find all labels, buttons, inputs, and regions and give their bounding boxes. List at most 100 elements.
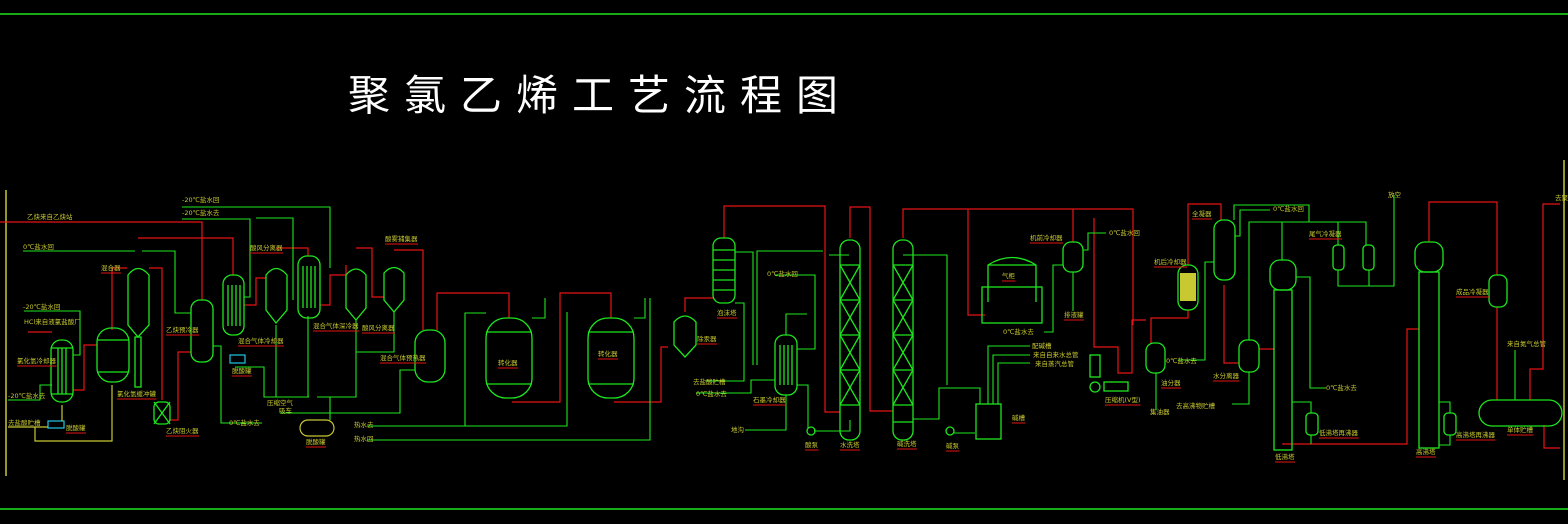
converter-1 [485,317,533,399]
drawing-title: 聚氯乙烯工艺流程图 [348,71,852,120]
graphite-cooler [774,334,798,396]
equipment-label: 碱槽 [1012,413,1026,422]
mixer [127,267,150,388]
alkali-pump [945,426,955,436]
monomer-storage-tank [1478,399,1563,427]
after-compressor-cooler [1177,264,1199,311]
label: 0℃盐水去 [1003,327,1034,336]
label: 0℃盐水去 [229,418,260,427]
label: 乙炔来自乙炔站 [27,212,73,221]
equipment-label: 混合气体深冷器 [313,321,359,330]
equipment-label: 乙炔阻火器 [166,426,199,435]
equipment-label: 混合气体冷却器 [238,336,284,345]
equipment-label: 转化器 [598,349,618,358]
label: 去盐酸贮槽 [8,418,41,427]
equipment-label: 碱洗塔 [897,439,917,448]
label: 0℃盐水回 [1273,204,1304,213]
equipment-label: 酸风分离器 [362,323,395,332]
label: -20℃盐水去 [182,208,220,217]
alkali-tank [975,403,1002,440]
label: 集油器 [1150,407,1170,416]
equipment-label: 转化器 [498,358,518,367]
label: 0℃盐水回 [23,242,54,251]
mixed-gas-cooler [222,274,245,336]
label: 0℃盐水去 [696,389,727,398]
equipment-label: 压缩机(V型) [1105,395,1141,404]
label: 放空 [1388,190,1402,199]
label: 配碱槽 [1032,341,1052,350]
utility-pipes [8,195,1516,446]
compressed-air-tank [299,419,335,437]
label: 来自自来水总管 [1033,350,1079,359]
acid-mist-catcher [383,266,405,314]
label: 去聚 [1555,193,1568,202]
label: 0℃盐水回 [767,269,798,278]
equipment-label: 高沸塔再沸器 [1456,430,1496,439]
equipment-label: 低沸塔再沸器 [1319,428,1359,437]
full-condenser [1213,219,1236,281]
hcl-buffer-tank [96,327,130,383]
label: 0℃盐水去 [1166,356,1197,365]
label-underlines [17,218,1534,463]
equipment-label: 泡沫塔 [717,308,737,317]
compressor [1089,354,1129,393]
separator-1 [265,267,288,325]
equipment-label: 混合气体预热器 [380,353,426,362]
label: 吸车 [279,406,293,415]
process-gas-pipes [0,201,1560,449]
oil-separator [1145,342,1166,374]
label: 压缩空气 [267,398,294,407]
equipment-label: 氯化氢缓冲罐 [117,389,157,398]
equipment-label: 除汞器 [697,334,717,343]
equipment-label: 气柜 [1002,271,1016,280]
equipment-label: 机前冷却器 [1030,233,1063,242]
mixed-gas-preheater [414,329,446,383]
equipment-label: 酸风分离器 [250,243,283,252]
acid-tank-1 [229,354,246,364]
equipment-label: 低沸塔 [1275,452,1295,461]
equipment-label: 排液罐 [1064,310,1084,319]
equipment-label: 全凝器 [1192,209,1212,218]
equipment-label: 乙炔预冷器 [166,325,199,334]
equipment-label: 水洗塔 [840,440,860,449]
tail-gas-condenser-1 [1332,244,1345,271]
label: 地沟 [731,425,744,434]
equipment-label: 水分离器 [1213,371,1240,380]
water-wash-tower [839,239,861,441]
equipment-label: 油分器 [1161,378,1181,387]
label: 去盐酸贮槽 [693,377,726,386]
mixed-gas-deep-cooler [297,255,321,319]
foam-tower [712,237,736,304]
converter-2 [587,317,635,399]
equipment-label: 氯化氢冷却器 [17,356,57,365]
acid-pump [806,426,816,436]
equipment-label: 混合器 [101,263,121,272]
label: 来自氮气总管 [1507,339,1547,348]
equipment-label: 单体贮槽 [1507,425,1534,434]
equipment-label: 石墨冷却器 [753,395,786,404]
label: -20℃盐水回 [23,302,60,311]
equipment [8,219,1563,451]
high-boiling-reboiler [1443,412,1457,436]
product-condenser [1488,274,1508,308]
high-boiling-tower [1414,241,1444,449]
mercury-remover [673,315,697,358]
alkali-wash-tower [892,239,914,441]
equipment-label: 脱酸罐 [306,437,326,446]
acid-mist-separator [345,268,367,322]
labels: 乙炔来自乙炔站 0℃盐水回 -20℃盐水回 HCl来自液氯盐酸厂 氯化氢冷却器 … [8,190,1568,461]
label: -20℃盐水回 [182,195,219,204]
label: -20℃盐水去 [8,391,46,400]
equipment-label: 机后冷却器 [1154,257,1187,266]
equipment-label: 成品冷凝器 [1456,287,1489,296]
equipment-label: 酸雾捕集器 [385,234,418,243]
flame-arrestor [153,401,171,425]
equipment-label: 碱泵 [946,442,960,450]
equipment-label: 尾气冷凝器 [1309,229,1342,238]
water-separator [1238,339,1260,373]
label: 0℃盐水回 [1109,228,1140,237]
label: 热水回 [354,434,374,443]
gas-holder [981,256,1043,324]
label: HCl来自液氯盐酸厂 [24,317,81,326]
